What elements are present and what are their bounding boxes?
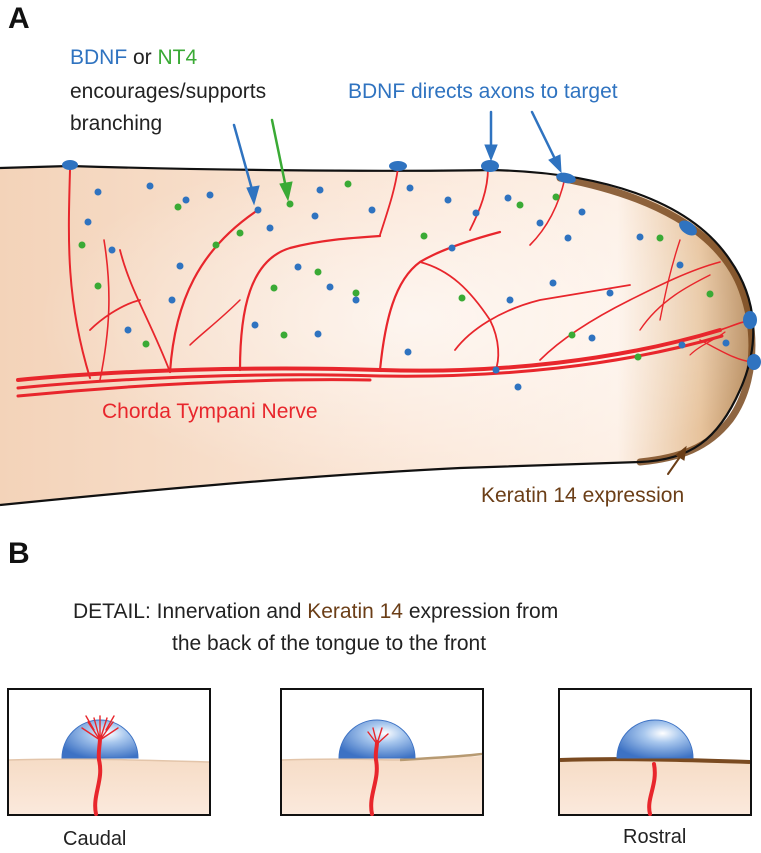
bdnf-branching-arrow [232, 123, 255, 195]
branching-line-2: branching [70, 112, 163, 135]
caption-rostral: Rostral [623, 826, 687, 848]
keratin-edge [556, 174, 756, 466]
chorda-tympani-nerve [16, 167, 753, 398]
growth-factor-dots [78, 180, 730, 391]
caption-caudal: Caudal [63, 828, 127, 850]
taste-bud [743, 311, 757, 329]
bdnf-target-arrow-2 [530, 110, 558, 163]
panel-a-letter: A [8, 2, 30, 35]
inset-middle [280, 688, 484, 816]
taste-bud [747, 354, 761, 370]
or-word: or [127, 46, 158, 69]
annotation-arrows [232, 110, 687, 475]
directs-axons-label: BDNF directs axons to target [348, 80, 618, 103]
detail-line-1: DETAIL: Innervation and Keratin 14 expre… [73, 600, 558, 624]
bdnf-word: BDNF [70, 46, 128, 69]
taste-bud [62, 160, 78, 170]
nt4-dots [78, 180, 714, 361]
branching-line-1: encourages/supports [70, 80, 267, 103]
nerve-label: Chorda Tympani Nerve [102, 400, 318, 423]
keratin-label: Keratin 14 expression [481, 484, 685, 507]
surface-taste-buds [62, 160, 761, 370]
nt4-branching-arrow [270, 118, 288, 190]
detail-suffix: expression from [402, 600, 559, 623]
taste-bud [679, 220, 697, 236]
nt4-word: NT4 [157, 46, 198, 69]
taste-bud [556, 172, 576, 184]
detail-keratin: Keratin 14 [307, 600, 403, 623]
growth-factor-label: BDNF or NT4 [70, 46, 197, 70]
panel-b-letter: B [8, 537, 30, 570]
taste-bud [389, 161, 407, 171]
detail-prefix: DETAIL: Innervation and [73, 600, 308, 623]
bdnf-dots [84, 182, 730, 391]
taste-bud [481, 160, 499, 172]
tongue-illustration [0, 164, 756, 507]
detail-line-2: the back of the tongue to the front [172, 632, 487, 655]
inset-rostral [558, 688, 752, 816]
inset-caudal [7, 688, 211, 816]
